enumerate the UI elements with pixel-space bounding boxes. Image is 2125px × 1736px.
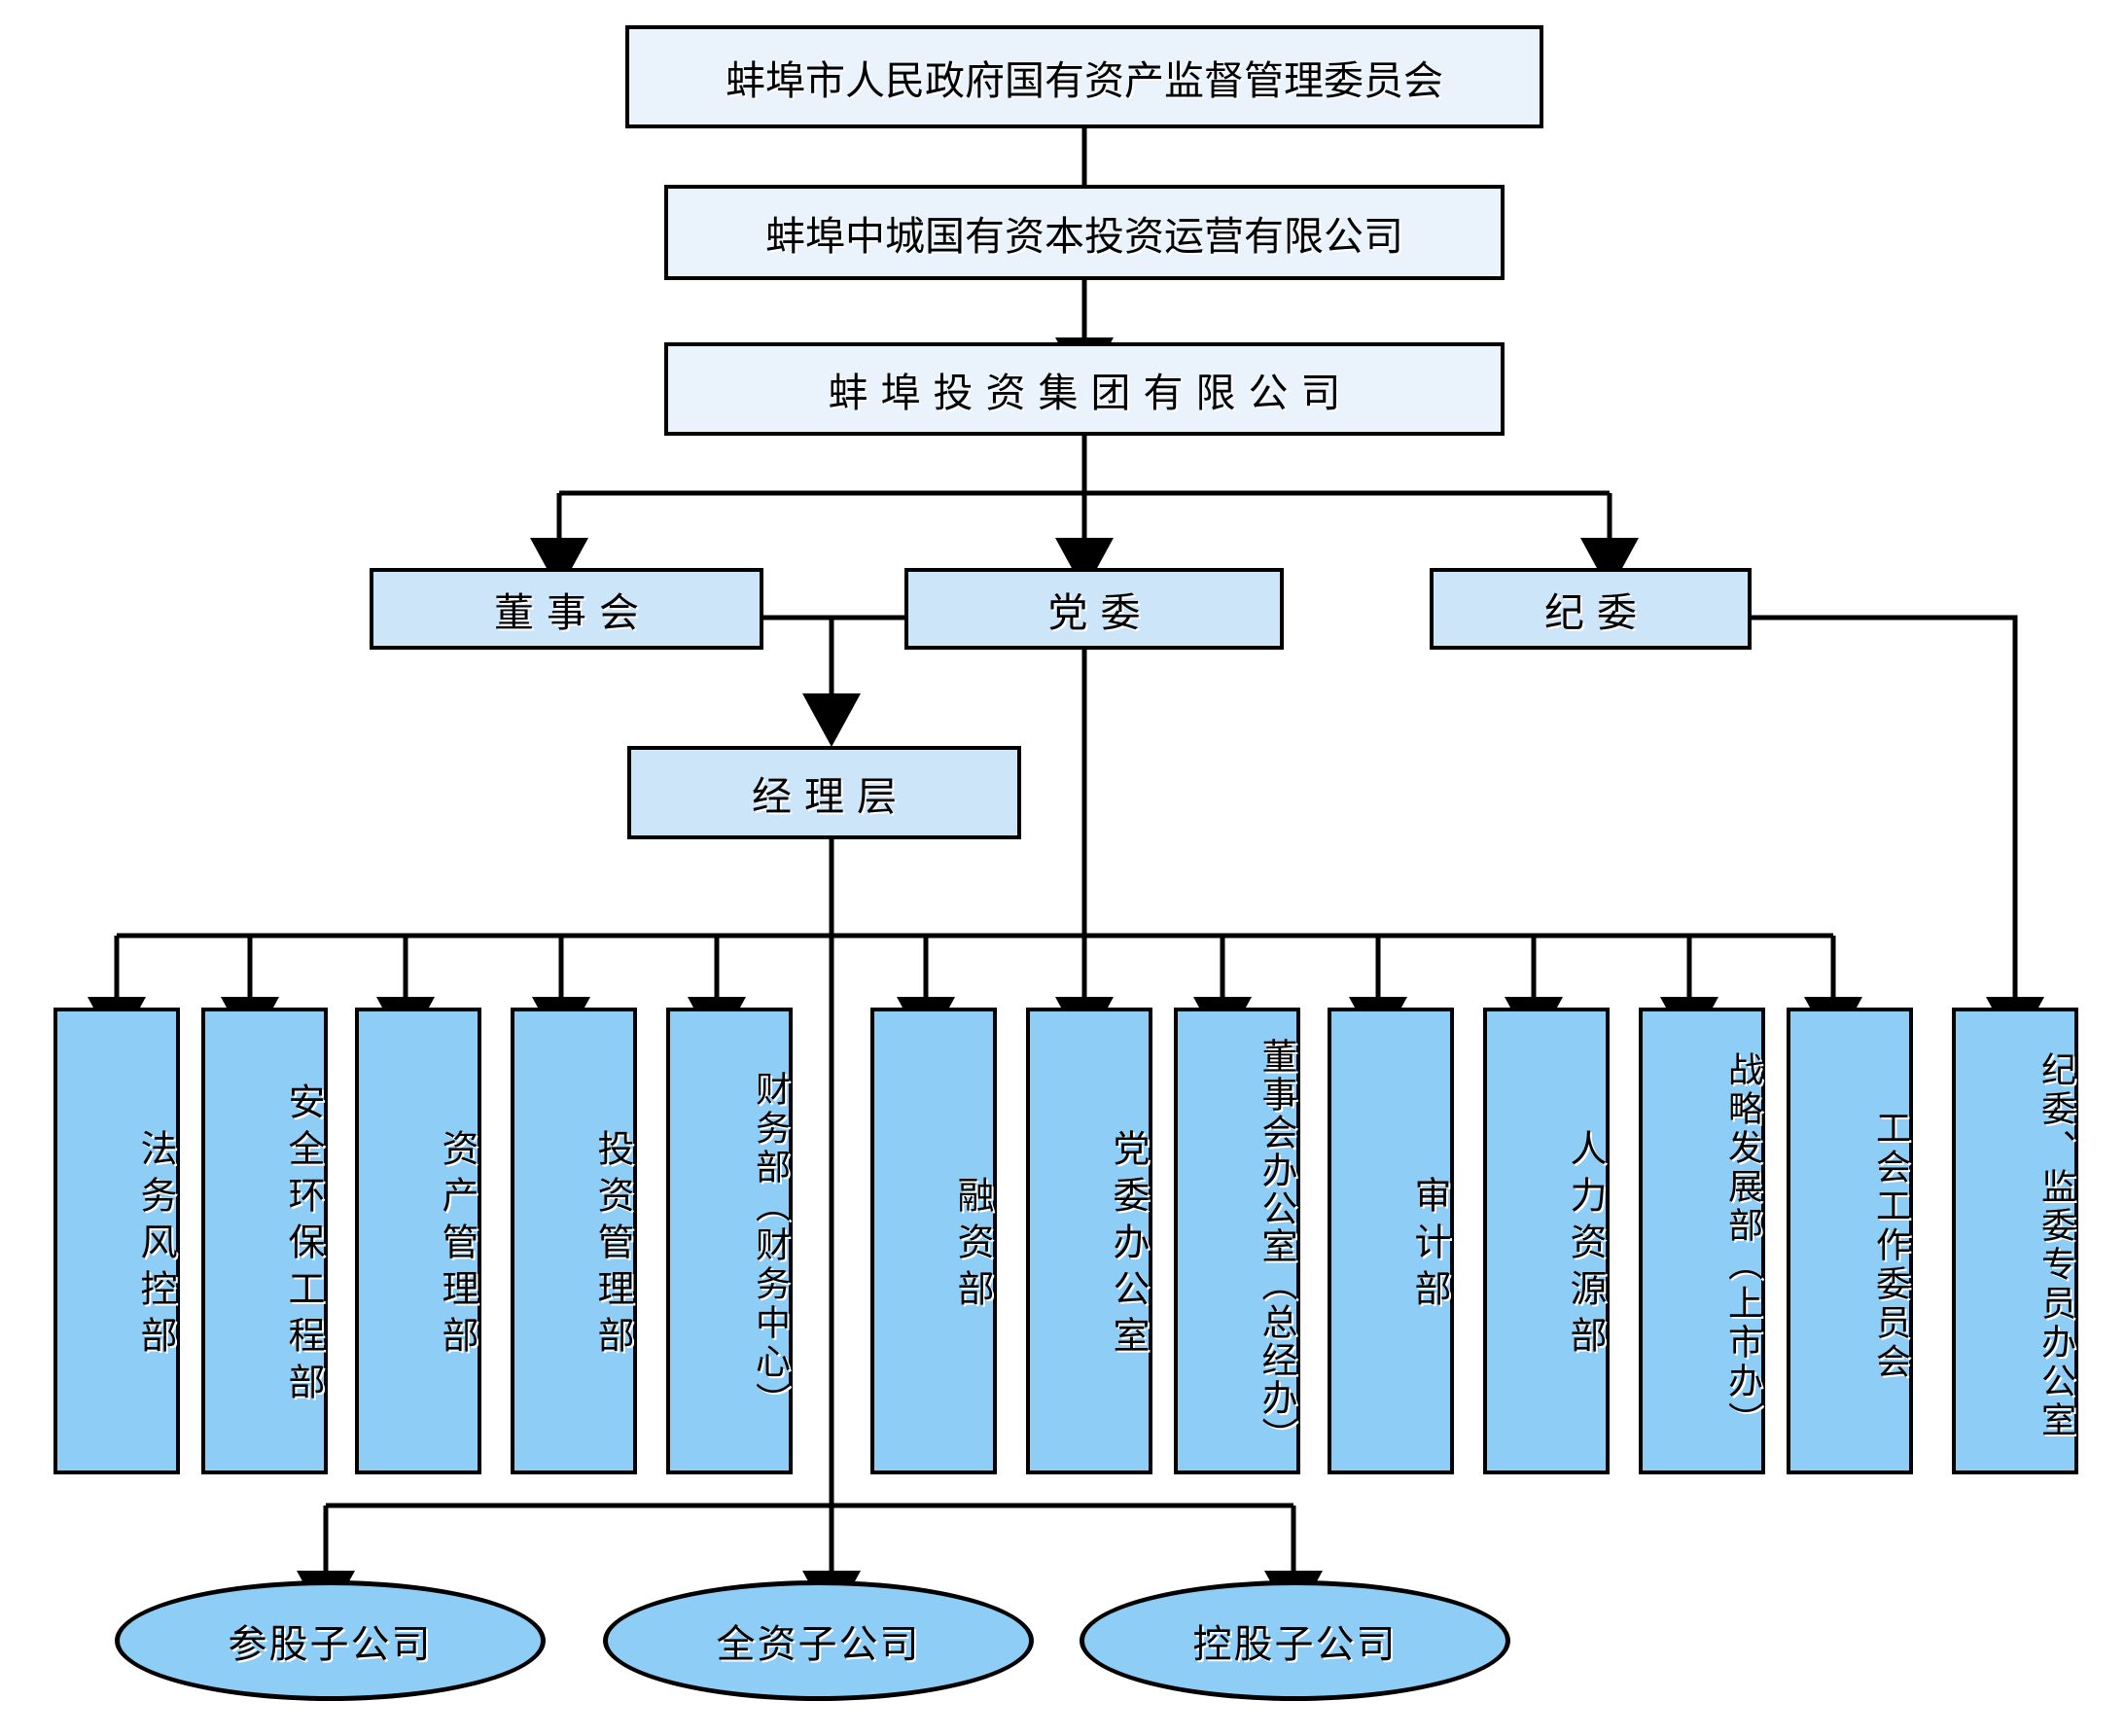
node-label: 安全环保工程部 xyxy=(282,1082,325,1409)
node-label: 控股子公司 xyxy=(1192,1622,1398,1667)
subsidiary-equity-participation[interactable]: 参股子公司 xyxy=(115,1580,546,1701)
node-label: 蚌埠投资集团有限公司 xyxy=(828,370,1354,416)
dept-union-committee[interactable]: 工会工作委员会 xyxy=(1787,1008,1913,1474)
node-label: 法务风控部 xyxy=(134,1129,177,1363)
dept-asset-management[interactable]: 资产管理部 xyxy=(355,1008,481,1474)
node-label: 党委 xyxy=(1047,589,1153,636)
dept-board-office[interactable]: 董事会办公室（总经办） xyxy=(1174,1008,1300,1474)
node-supervisory-commission[interactable]: 蚌埠市人民政府国有资产监督管理委员会 xyxy=(625,25,1543,128)
dept-discipline-supervision-office[interactable]: 纪委、监委专员办公室 xyxy=(1952,1008,2078,1474)
dept-party-office[interactable]: 党委办公室 xyxy=(1026,1008,1152,1474)
node-label: 蚌埠市人民政府国有资产监督管理委员会 xyxy=(726,57,1443,104)
dept-finance[interactable]: 财务部（财务中心） xyxy=(666,1008,793,1474)
node-label: 蚌埠中城国有资本投资运营有限公司 xyxy=(765,213,1403,260)
node-board-of-directors[interactable]: 董事会 xyxy=(370,568,763,650)
node-discipline-committee[interactable]: 纪委 xyxy=(1430,568,1752,650)
node-label: 融资部 xyxy=(951,1176,994,1316)
dept-legal-risk[interactable]: 法务风控部 xyxy=(53,1008,180,1474)
node-label: 财务部（财务中心） xyxy=(750,1071,790,1421)
subsidiary-wholly-owned[interactable]: 全资子公司 xyxy=(603,1580,1034,1701)
dept-human-resources[interactable]: 人力资源部 xyxy=(1483,1008,1610,1474)
dept-audit[interactable]: 审计部 xyxy=(1328,1008,1454,1474)
node-label: 董事会办公室（总经办） xyxy=(1256,1037,1297,1455)
node-group-company[interactable]: 蚌埠投资集团有限公司 xyxy=(664,342,1505,436)
node-label: 战略发展部（上市办） xyxy=(1722,1051,1762,1440)
dept-investment-management[interactable]: 投资管理部 xyxy=(511,1008,637,1474)
node-label: 纪委、监委专员办公室 xyxy=(2036,1051,2075,1440)
node-holding-company[interactable]: 蚌埠中城国有资本投资运营有限公司 xyxy=(664,185,1505,280)
dept-strategy-development[interactable]: 战略发展部（上市办） xyxy=(1639,1008,1765,1474)
dept-financing[interactable]: 融资部 xyxy=(870,1008,997,1474)
node-label: 资产管理部 xyxy=(436,1129,478,1363)
node-label: 经理层 xyxy=(752,773,909,820)
node-label: 纪委 xyxy=(1544,589,1649,636)
node-label: 工会工作委员会 xyxy=(1870,1110,1910,1382)
node-management-layer[interactable]: 经理层 xyxy=(627,746,1021,839)
node-label: 投资管理部 xyxy=(591,1129,634,1363)
node-label: 党委办公室 xyxy=(1107,1129,1150,1363)
node-label: 审计部 xyxy=(1408,1176,1451,1316)
node-label: 参股子公司 xyxy=(228,1622,433,1667)
node-label: 董事会 xyxy=(494,589,652,636)
node-label: 人力资源部 xyxy=(1564,1129,1607,1363)
subsidiary-controlled[interactable]: 控股子公司 xyxy=(1080,1580,1510,1701)
node-party-committee[interactable]: 党委 xyxy=(904,568,1284,650)
dept-safety-environment[interactable]: 安全环保工程部 xyxy=(201,1008,328,1474)
node-label: 全资子公司 xyxy=(716,1622,921,1667)
